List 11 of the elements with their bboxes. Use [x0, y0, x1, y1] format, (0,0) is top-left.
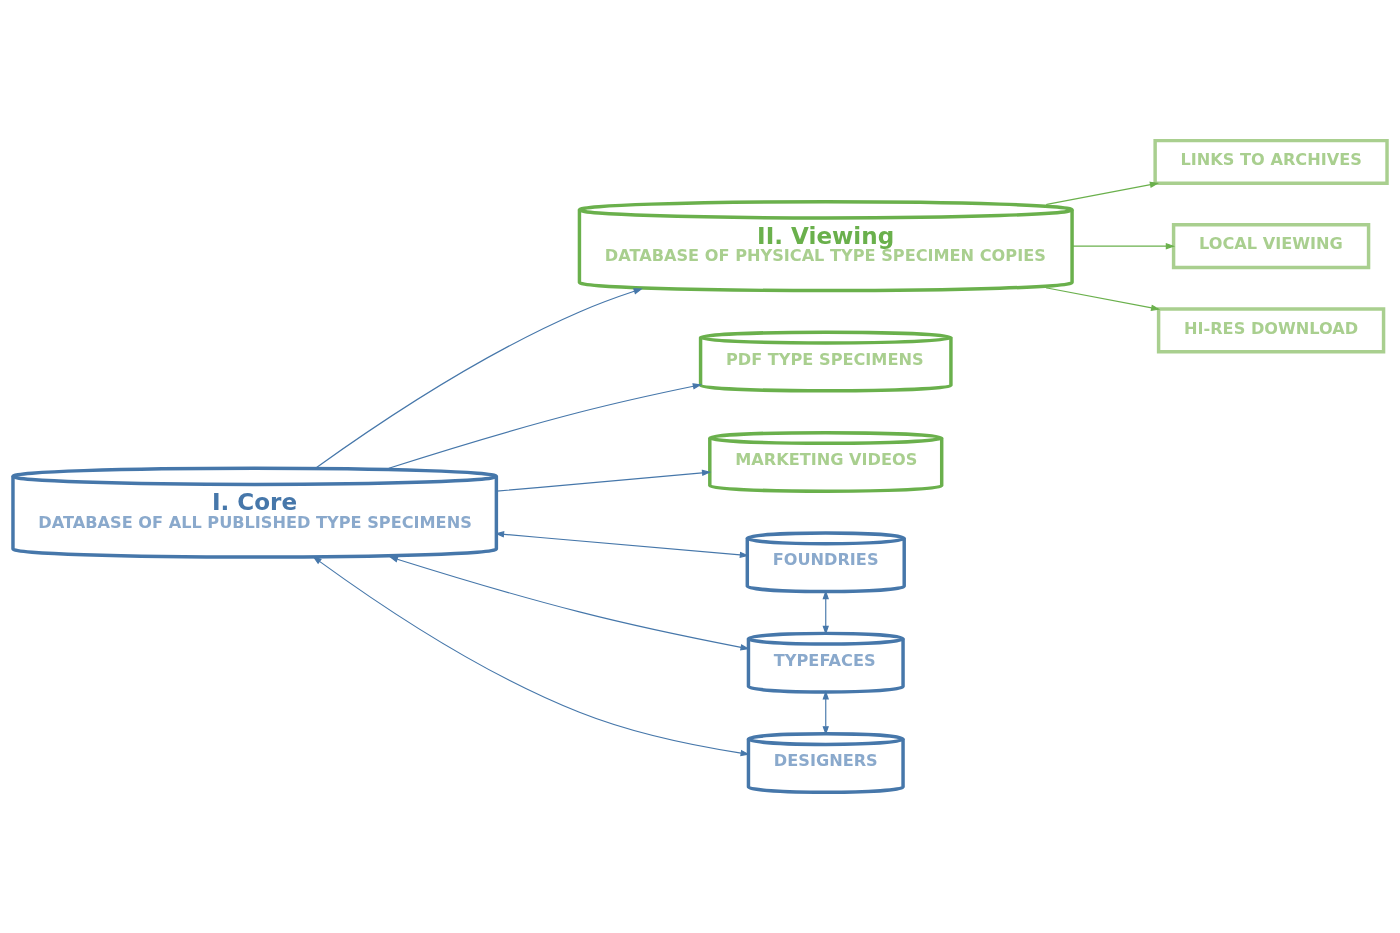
arrow	[312, 556, 750, 757]
node-box: HI-RES DOWNLOAD	[1156, 307, 1386, 354]
arrow	[388, 383, 702, 469]
arrow	[388, 556, 750, 651]
arrow	[1071, 242, 1176, 250]
arrow	[496, 469, 712, 492]
arrow	[1045, 181, 1160, 206]
node-box: LOCAL VIEWING	[1171, 223, 1371, 270]
node-box: LINKS TO ARCHIVES	[1153, 138, 1389, 186]
arrow	[1045, 287, 1161, 311]
arrow	[314, 288, 643, 469]
